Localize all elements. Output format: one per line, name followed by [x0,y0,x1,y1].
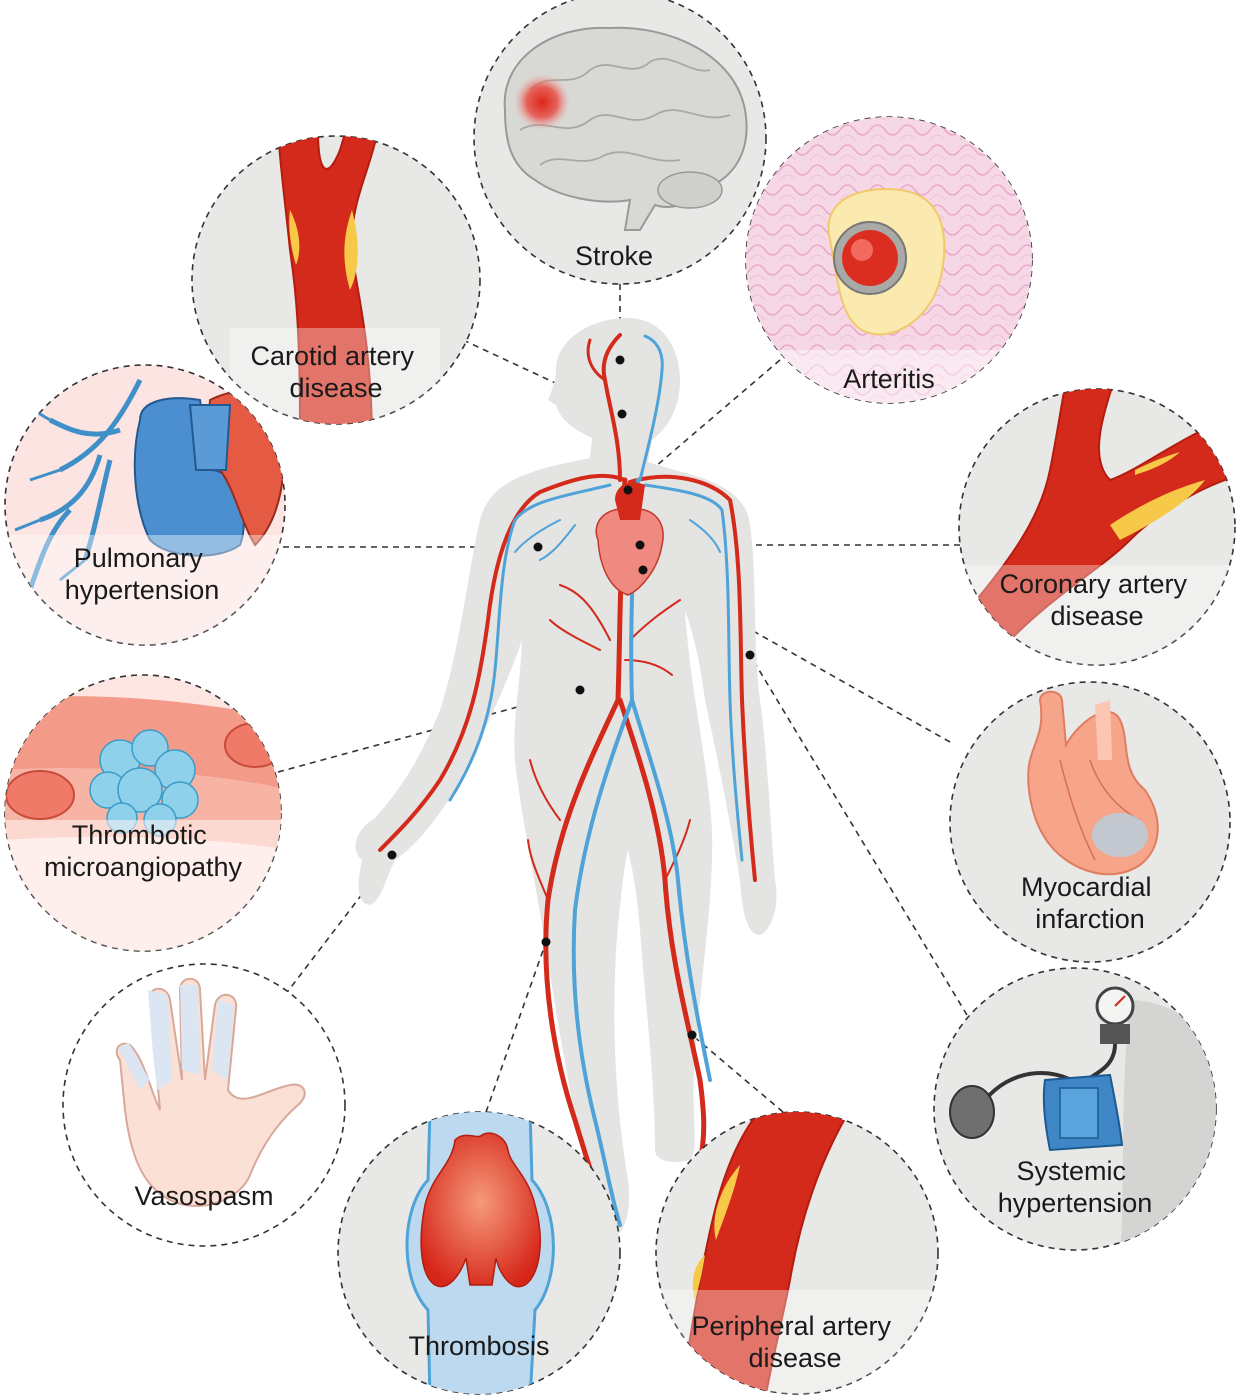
veins [448,334,744,1227]
label-coronary-line1: Coronary artery [999,569,1187,599]
label-pulmonary: Pulmonary hypertension [65,543,220,605]
label-myocardial-line1: Myocardial [1021,872,1152,902]
stroke-panel: Stroke [473,0,767,285]
pump-bulb-icon [949,1085,995,1139]
label-carotid-line2: disease [289,373,382,403]
label-thrombosis: Thrombosis [408,1331,549,1361]
hand-icon [115,977,306,1207]
myocardial-infarction-panel: Myocardial infarction [949,681,1231,963]
brain-icon [503,26,748,231]
label-peripheral: Peripheral artery disease [691,1311,898,1373]
label-peripheral-line1: Peripheral artery [691,1311,891,1341]
label-vasospasm: Vasospasm [134,1181,273,1211]
body-marker-dots [387,355,755,1040]
label-systemic-line2: hypertension [998,1188,1153,1218]
label-stroke: Stroke [575,241,653,271]
label-systemic: Systemic hypertension [998,1156,1153,1218]
label-myocardial: Myocardial infarction [1021,872,1159,934]
arteries [378,333,757,1233]
label-pulmonary-line2: hypertension [65,575,220,605]
label-myocardial-line2: infarction [1035,904,1145,934]
label-arteritis-line1: Arteritis [843,364,935,394]
heart-in-body [595,482,664,596]
heart-icon [1027,690,1159,876]
vasospasm-panel: Vasospasm [62,963,346,1247]
vein-clot-icon [405,1112,555,1394]
label-pulmonary-line1: Pulmonary [74,543,204,573]
label-carotid: Carotid artery disease [250,341,421,403]
label-thrombotic-line2: microangiopathy [44,852,243,882]
thrombosis-panel: Thrombosis [337,1111,621,1395]
label-thrombosis-line1: Thrombosis [408,1331,549,1361]
label-peripheral-line2: disease [748,1343,841,1373]
peripheral-artery-panel: Peripheral artery disease [655,1111,939,1395]
coronary-panel: Coronary artery disease [958,388,1236,666]
label-carotid-line1: Carotid artery [250,341,414,371]
carotid-panel: Carotid artery disease [191,135,481,425]
label-systemic-line1: Systemic [1016,1156,1126,1186]
label-thrombotic: Thrombotic microangiopathy [44,820,243,882]
pulmonary-panel: Pulmonary hypertension [4,364,286,646]
thrombotic-microangiopathy-panel: Thrombotic microangiopathy [4,674,282,952]
label-vasospasm-line1: Vasospasm [134,1181,273,1211]
label-stroke-line1: Stroke [575,241,653,271]
label-thrombotic-line1: Thrombotic [72,820,207,850]
label-coronary: Coronary artery disease [999,569,1194,631]
label-coronary-line2: disease [1050,601,1143,631]
systemic-hypertension-panel: Systemic hypertension [933,967,1217,1251]
arteritis-panel: Arteritis [745,116,1033,404]
label-arteritis: Arteritis [843,364,935,394]
human-body-silhouette [355,318,777,1240]
stroke-lesion [514,74,570,130]
